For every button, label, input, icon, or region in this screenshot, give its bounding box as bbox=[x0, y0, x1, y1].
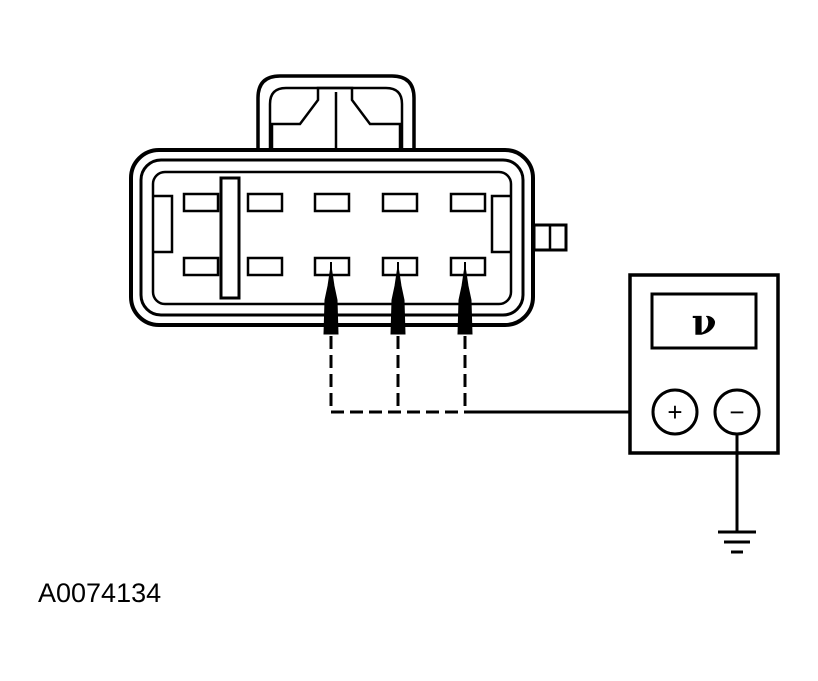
pin-cavity-bottom-2 bbox=[246, 256, 284, 277]
voltmeter-display: ν bbox=[692, 302, 717, 344]
probe-1 bbox=[323, 265, 339, 335]
pin-cavity-top-3 bbox=[313, 192, 351, 213]
test-probes bbox=[323, 262, 473, 335]
connector-top-row-pins bbox=[182, 192, 487, 213]
negative-terminal-symbol: − bbox=[729, 397, 744, 427]
pin-cavity-bottom-4 bbox=[381, 256, 419, 277]
ground-symbol-icon bbox=[718, 530, 756, 554]
pin-cavity-top-2 bbox=[246, 192, 284, 213]
pin-cavity-bottom-5 bbox=[449, 256, 487, 277]
probe-wires bbox=[329, 336, 467, 414]
positive-terminal-symbol: + bbox=[667, 397, 682, 427]
pin-cavity-top-4 bbox=[381, 192, 419, 213]
pin-cavity-top-1 bbox=[182, 192, 220, 213]
pin-cavity-bottom-1 bbox=[182, 256, 220, 277]
probe-2 bbox=[390, 265, 406, 335]
voltmeter: ν + − bbox=[628, 273, 780, 455]
connector-latch bbox=[256, 74, 416, 152]
probe-3 bbox=[457, 265, 473, 335]
pin-cavity-top-5 bbox=[449, 192, 487, 213]
connector-housing bbox=[129, 148, 568, 327]
positive-terminal bbox=[651, 388, 699, 436]
figure-id: A0074134 bbox=[38, 578, 162, 608]
connector-bottom-row-pins bbox=[182, 256, 487, 277]
